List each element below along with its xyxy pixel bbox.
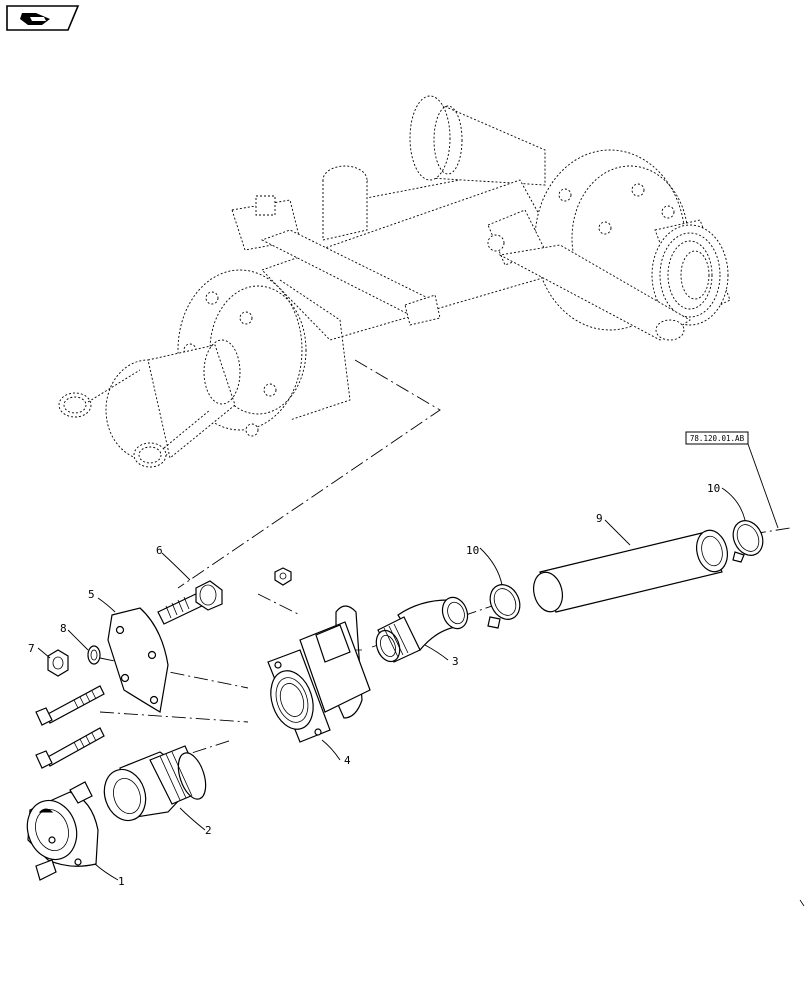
part-5-mounting-plate[interactable] xyxy=(107,607,169,713)
part-1-camlock-coupler[interactable] xyxy=(20,781,99,881)
leader-lines xyxy=(37,487,746,881)
part-6-bolt[interactable] xyxy=(157,580,223,625)
callout-8: 8 xyxy=(60,622,67,635)
callout-1: 1 xyxy=(118,875,125,888)
callout-6: 6 xyxy=(156,544,163,557)
callout-5: 5 xyxy=(88,588,95,601)
callout-10-right: 10 xyxy=(707,482,720,495)
callout-4: 4 xyxy=(344,754,351,767)
callout-10-left: 10 xyxy=(466,544,479,557)
part-4-ball-valve[interactable] xyxy=(264,567,371,743)
callout-7: 7 xyxy=(28,642,35,655)
part-8-washer[interactable] xyxy=(87,645,101,665)
callout-2: 2 xyxy=(205,824,212,837)
part-10-right-clamp[interactable] xyxy=(728,516,769,563)
part-7-nut[interactable] xyxy=(47,649,69,677)
callout-labels: 1 2 3 4 5 6 7 8 9 10 10 xyxy=(28,482,720,888)
nav-icon-button[interactable] xyxy=(6,5,80,31)
part-10-left-clamp[interactable] xyxy=(485,580,526,629)
page-turn-icon xyxy=(20,13,50,25)
reference-box-label: 78.120.01.AB xyxy=(690,434,745,443)
part-2-camlock-adapter[interactable] xyxy=(98,745,211,826)
reference-callout[interactable]: 78.120.01.AB xyxy=(685,431,779,529)
corner-mark xyxy=(799,899,805,907)
axle-assembly-ghost xyxy=(58,95,731,468)
part-3-elbow-fitting[interactable] xyxy=(372,594,472,665)
long-bolt-lower xyxy=(35,727,105,769)
part-9-hose[interactable] xyxy=(530,527,732,615)
small-nut xyxy=(274,567,292,586)
callout-3: 3 xyxy=(452,655,459,668)
callout-9: 9 xyxy=(596,512,603,525)
long-bolt-upper xyxy=(35,685,105,726)
